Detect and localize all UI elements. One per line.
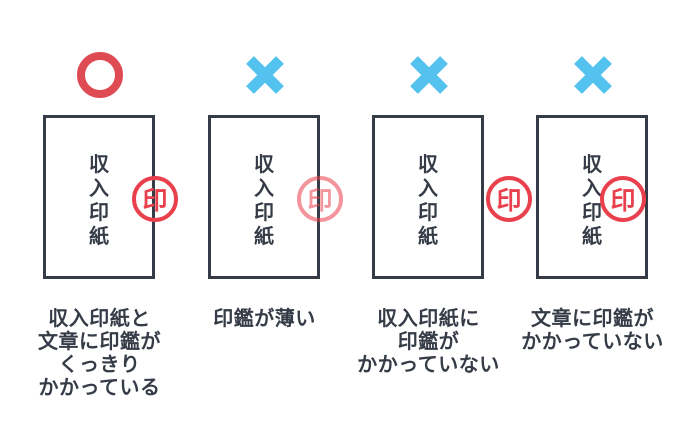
hanko-seal-faint: 印 <box>297 176 343 222</box>
revenue-stamp-label-char: 紙 <box>418 223 438 248</box>
revenue-stamp-label-char: 印 <box>254 199 274 224</box>
caption-line: 文章に印鑑が <box>38 329 161 353</box>
example-column-seal-off-stamp: 収 入 印 紙 印 収入印紙に 印鑑が かかっていない <box>346 0 532 432</box>
hanko-seal-label: 印 <box>496 186 522 215</box>
revenue-stamp-label-char: 印 <box>89 199 109 224</box>
hanko-seal: 印 <box>600 176 646 222</box>
example-column-correct: 収 入 印 紙 印 収入印紙と 文章に印鑑が くっきり かかっている <box>17 0 182 432</box>
caption-line: かかっていない <box>521 329 664 353</box>
revenue-stamp-label-char: 収 <box>89 151 109 176</box>
hanko-seal-label: 印 <box>307 186 333 215</box>
hanko-seal-label: 印 <box>142 186 168 215</box>
wrong-cross-icon <box>245 56 284 94</box>
revenue-stamp-label-char: 紙 <box>254 223 274 248</box>
revenue-stamp-label-char: 入 <box>89 175 109 200</box>
caption-line: くっきり <box>58 352 141 376</box>
caption: 文章に印鑑が かかっていない <box>510 307 675 353</box>
caption-line: かかっている <box>38 375 161 399</box>
revenue-stamp-label-char: 紙 <box>582 223 602 248</box>
revenue-stamp-label-char: 入 <box>254 175 274 200</box>
revenue-stamp-label-char: 入 <box>582 175 602 200</box>
example-column-seal-off-document: 収 入 印 紙 印 文章に印鑑が かかっていない <box>510 0 675 432</box>
hanko-seal: 印 <box>132 176 178 222</box>
caption: 収入印紙に 印鑑が かかっていない <box>346 307 511 376</box>
revenue-stamp-label-char: 収 <box>254 151 274 176</box>
caption-line: 文章に印鑑が <box>531 306 654 330</box>
caption: 印鑑が薄い <box>182 307 347 330</box>
wrong-cross-icon <box>409 56 448 94</box>
caption-line: 印鑑が <box>397 329 460 353</box>
hanko-seal-label: 印 <box>610 186 636 215</box>
revenue-stamp-label-char: 収 <box>418 151 438 176</box>
correct-circle-icon <box>76 52 123 98</box>
revenue-stamp-label-char: 収 <box>582 151 602 176</box>
revenue-stamp: 収 入 印 紙 <box>372 115 484 279</box>
example-column-faint-seal: 収 入 印 紙 印 印鑑が薄い <box>182 0 347 432</box>
revenue-stamp: 収 入 印 紙 <box>536 115 648 279</box>
revenue-stamp-label-char: 印 <box>418 199 438 224</box>
caption-line: 収入印紙と <box>48 306 151 330</box>
wrong-cross-icon <box>573 56 612 94</box>
caption-line: 印鑑が薄い <box>213 306 316 330</box>
caption-line: かかっていない <box>357 352 500 376</box>
revenue-stamp-label-char: 印 <box>582 199 602 224</box>
revenue-stamp-label-char: 入 <box>418 175 438 200</box>
caption-line: 収入印紙に <box>377 306 480 330</box>
caption: 収入印紙と 文章に印鑑が くっきり かかっている <box>17 307 182 399</box>
revenue-stamp-label-char: 紙 <box>89 223 109 248</box>
hanko-seal: 印 <box>486 176 532 222</box>
